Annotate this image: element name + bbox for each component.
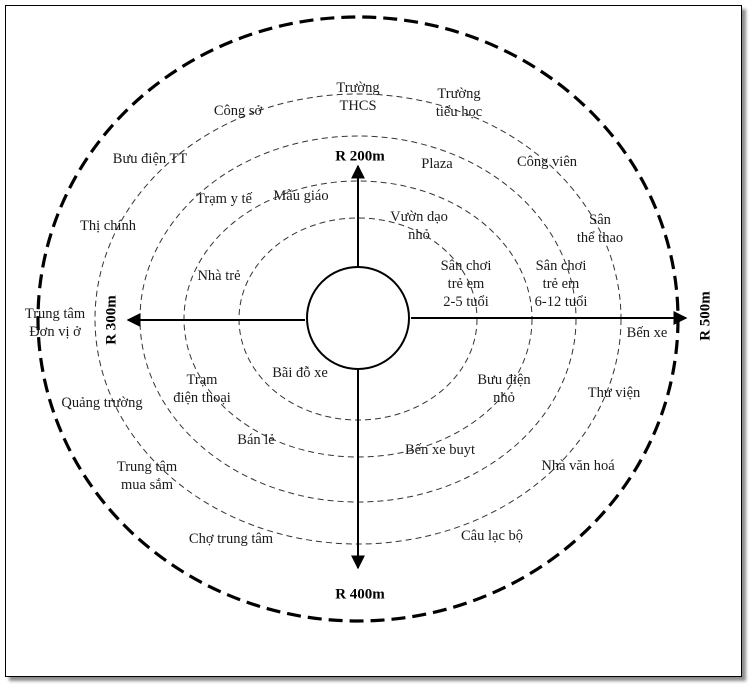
label-nha-tre: Nhà trẻ — [197, 268, 241, 284]
label-ban-le: Bán lẻ — [237, 432, 275, 448]
label-san-choi-6-12: Sân chơi trẻ em 6-12 tuổi — [534, 258, 588, 310]
label-tram-y-te: Trạm y tế — [196, 191, 252, 207]
label-nha-van-hoa: Nhà văn hoá — [541, 458, 615, 474]
label-ben-xe-buyt: Bến xe buyt — [404, 442, 476, 458]
radius-label-left: R 300m — [103, 295, 120, 345]
label-buu-dien-nho: Bưu điện nhỏ — [477, 372, 531, 406]
label-thi-chinh: Thị chính — [80, 218, 136, 234]
label-tram-dien-thoai: Trạm điện thoại — [173, 372, 231, 406]
label-trung-tam-don-vi-o: Trung tâm Đơn vị ở — [24, 306, 86, 340]
label-san-the-thao: Sân thể thao — [576, 212, 624, 246]
label-vuon-dao-nho: Vườn dạo nhỏ — [390, 209, 448, 243]
label-cho-trung-tam: Chợ trung tâm — [188, 531, 274, 547]
label-trung-tam-mua-sam: Trung tâm mua sắm — [116, 459, 178, 493]
label-san-choi-2-5: Sân chơi trẻ em 2-5 tuổi — [440, 258, 492, 310]
label-buu-dien-tt: Bưu điện TT — [112, 151, 188, 167]
label-quang-truong: Quảng trường — [61, 395, 143, 411]
label-plaza: Plaza — [421, 156, 453, 172]
radius-label-right: R 500m — [697, 291, 714, 341]
radius-label-top: R 200m — [335, 148, 385, 165]
radius-label-bottom: R 400m — [335, 586, 385, 603]
label-cong-so: Công sở — [213, 103, 263, 119]
label-thu-vien: Thư viện — [587, 385, 641, 401]
label-truong-thcs: Trường THCS — [336, 80, 380, 114]
label-truong-tieu-hoc: Trường tiểu học — [435, 86, 483, 120]
label-ben-xe: Bến xe — [626, 325, 668, 341]
label-mau-giao: Mẫu giáo — [273, 188, 329, 204]
label-cong-vien: Công viên — [516, 154, 578, 170]
center-circle — [306, 266, 410, 370]
label-bai-do-xe: Bãi đỗ xe — [272, 365, 328, 381]
label-cau-lac-bo: Câu lạc bộ — [460, 528, 524, 544]
